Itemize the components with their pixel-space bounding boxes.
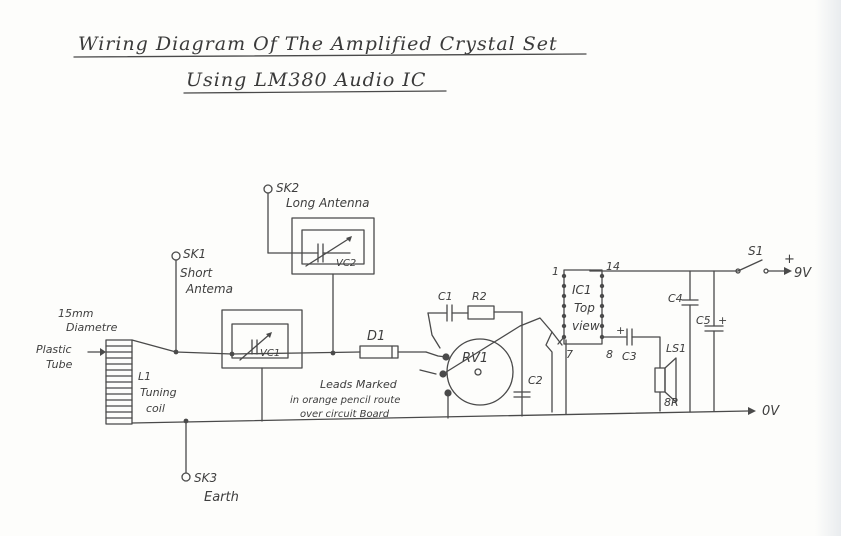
c3-to-speaker <box>631 336 661 369</box>
label-sk2-long-antenna: Long Antenna <box>286 196 370 210</box>
switch-s1-lever[interactable] <box>737 259 763 272</box>
tube-pointer-arrow <box>100 348 106 356</box>
vc1-arrow-head <box>266 332 272 338</box>
vc1-body <box>221 309 303 369</box>
vc2-adjust-arrow[interactable] <box>305 237 351 267</box>
label-9v: 9V <box>794 266 812 281</box>
ground-rail-arrow <box>748 407 756 415</box>
vc1-adjust-arrow[interactable] <box>239 333 271 361</box>
speaker-ls1-cone <box>664 357 677 403</box>
label-leads-3: over circuit Board <box>300 409 390 420</box>
label-vc2: VC2 <box>336 258 356 269</box>
label-0v: 0V <box>762 404 780 419</box>
label-s1: S1 <box>748 244 763 258</box>
label-c5-plus: + <box>718 314 727 327</box>
diagram-title: Wiring Diagram Of The Amplified Crystal … <box>78 33 558 55</box>
label-sk1-short: Short <box>180 266 213 280</box>
socket-sk2[interactable] <box>263 184 273 194</box>
label-sk1-antenna: Antema <box>185 282 233 296</box>
label-c2: C2 <box>528 374 543 387</box>
label-ic1-view: view <box>572 319 600 333</box>
label-rv1: RV1 <box>462 351 488 366</box>
rv1-lead-in <box>425 351 447 358</box>
rv1-wiper-lead <box>442 317 563 375</box>
vc2-frame <box>301 229 365 265</box>
label-plus: + <box>784 252 795 267</box>
label-ls1-8r: 8R <box>664 396 679 409</box>
ground-rail <box>131 410 749 424</box>
socket-sk3[interactable] <box>181 472 191 482</box>
vc2-body <box>291 217 375 275</box>
resistor-r2 <box>467 305 495 320</box>
ic1-ground-lead <box>545 331 553 413</box>
label-sk3-earth: Earth <box>204 490 239 505</box>
label-l1-tuning: Tuning <box>140 386 177 399</box>
label-tube-plastic: Plastic <box>36 343 72 356</box>
label-pin-14: 14 <box>606 260 620 273</box>
label-l1-coil: coil <box>146 402 165 415</box>
label-pin-8: 8 <box>606 348 613 361</box>
subtitle-underline <box>183 90 447 94</box>
label-c3-plus: + <box>616 324 625 337</box>
vc2-arrow-head <box>346 236 352 242</box>
positive-rail-arrow <box>784 267 792 275</box>
label-leads-1: Leads Marked <box>320 378 398 391</box>
label-leads-2: in orange pencil route <box>290 395 400 406</box>
label-sk2: SK2 <box>276 181 299 195</box>
rv1-shaft <box>474 368 482 376</box>
socket-sk1[interactable] <box>171 251 181 261</box>
label-c5: C5 <box>696 314 711 327</box>
label-vc1: VC1 <box>260 348 280 359</box>
junction-sk3 <box>183 418 189 424</box>
label-c3: C3 <box>622 350 637 363</box>
label-pin-1: 1 <box>552 265 559 278</box>
label-sk3: SK3 <box>194 471 217 485</box>
tuning-coil-l1 <box>105 339 133 425</box>
title-underline <box>73 53 587 58</box>
label-tube-size: 15mm <box>58 307 93 320</box>
label-d1: D1 <box>367 329 385 344</box>
vc1-frame <box>231 323 289 359</box>
signal-wire-main <box>131 339 361 355</box>
ic1-pin7-stub <box>557 336 565 345</box>
c1-lead-down <box>427 312 441 349</box>
label-l1: L1 <box>138 370 151 383</box>
label-pin-7: 7 <box>566 348 573 361</box>
switch-s1-pivot <box>735 268 741 274</box>
diode-d1 <box>359 345 399 359</box>
leads-pointer <box>419 369 437 375</box>
label-sk1: SK1 <box>183 247 206 261</box>
label-ic1-top: Top <box>574 301 595 315</box>
speaker-ls1-body <box>654 367 666 393</box>
label-tube-tube: Tube <box>46 358 73 371</box>
label-ls1: LS1 <box>666 342 686 355</box>
label-tube-diameter: Diametre <box>66 321 118 334</box>
label-c4: C4 <box>668 292 683 305</box>
label-c1: C1 <box>438 290 453 303</box>
potentiometer-rv1[interactable] <box>446 338 514 406</box>
label-ic1: IC1 <box>572 283 592 297</box>
diagram-subtitle: Using LM380 Audio IC <box>186 69 426 91</box>
label-r2: R2 <box>472 290 487 303</box>
